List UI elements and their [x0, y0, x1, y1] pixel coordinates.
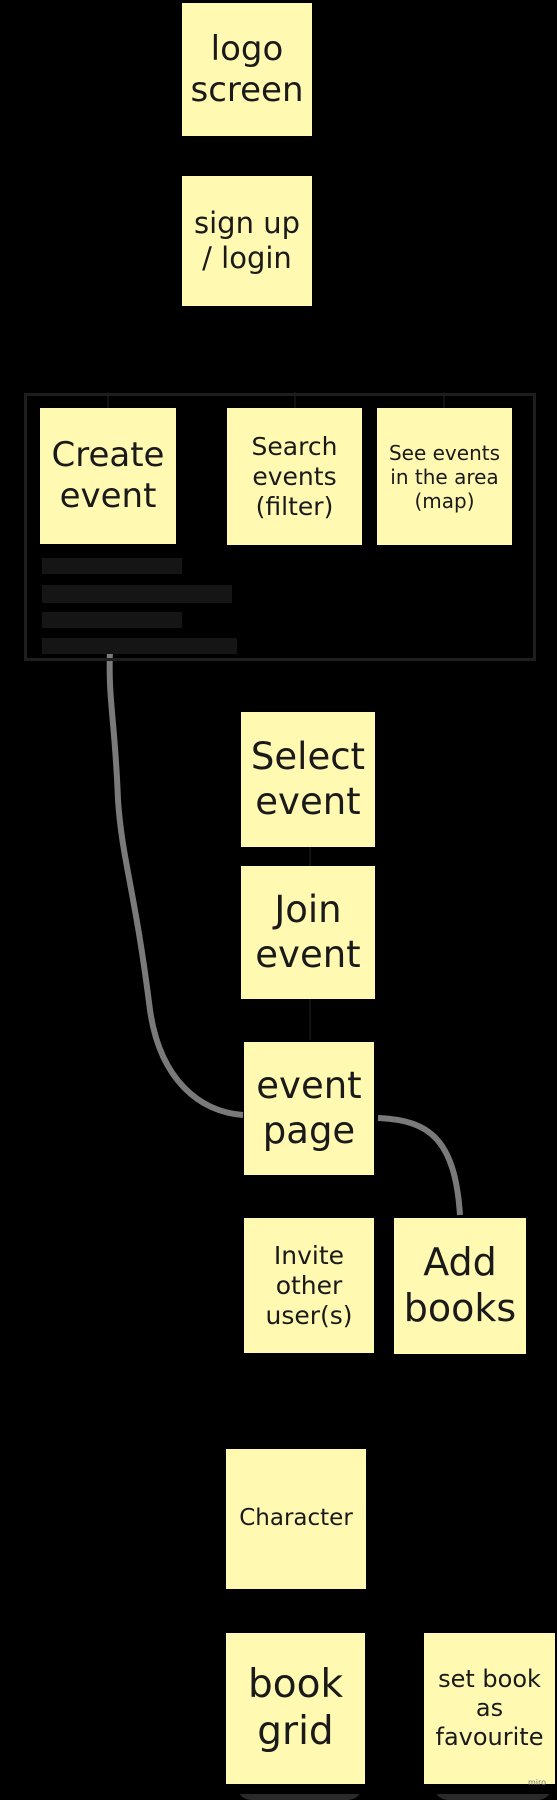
note-event-page[interactable]: event page: [244, 1042, 374, 1191]
note-see-events-map[interactable]: See events in the area (map): [377, 408, 512, 561]
options-group-frame: [24, 393, 536, 661]
note-create-event[interactable]: Create event: [40, 408, 176, 560]
note-add-books[interactable]: Add books: [394, 1218, 526, 1370]
note-set-book-favourite[interactable]: set book as favourite: [424, 1633, 555, 1800]
note-logo-screen[interactable]: logo screen: [182, 3, 312, 152]
miro-badge: miro: [528, 1778, 547, 1787]
note-select-event[interactable]: Select event: [241, 712, 375, 863]
note-character[interactable]: Character: [226, 1449, 366, 1605]
note-book-grid[interactable]: book grid: [226, 1633, 365, 1800]
note-search-events[interactable]: Search events (filter): [227, 408, 362, 561]
connector-eventpage-to-addbooks: [377, 1115, 463, 1216]
note-sign-up-login[interactable]: sign up / login: [182, 176, 312, 322]
connector-create-to-eventpage: [106, 649, 244, 1118]
note-invite-users[interactable]: Invite other user(s): [244, 1218, 374, 1369]
note-join-event[interactable]: Join event: [241, 866, 375, 1015]
